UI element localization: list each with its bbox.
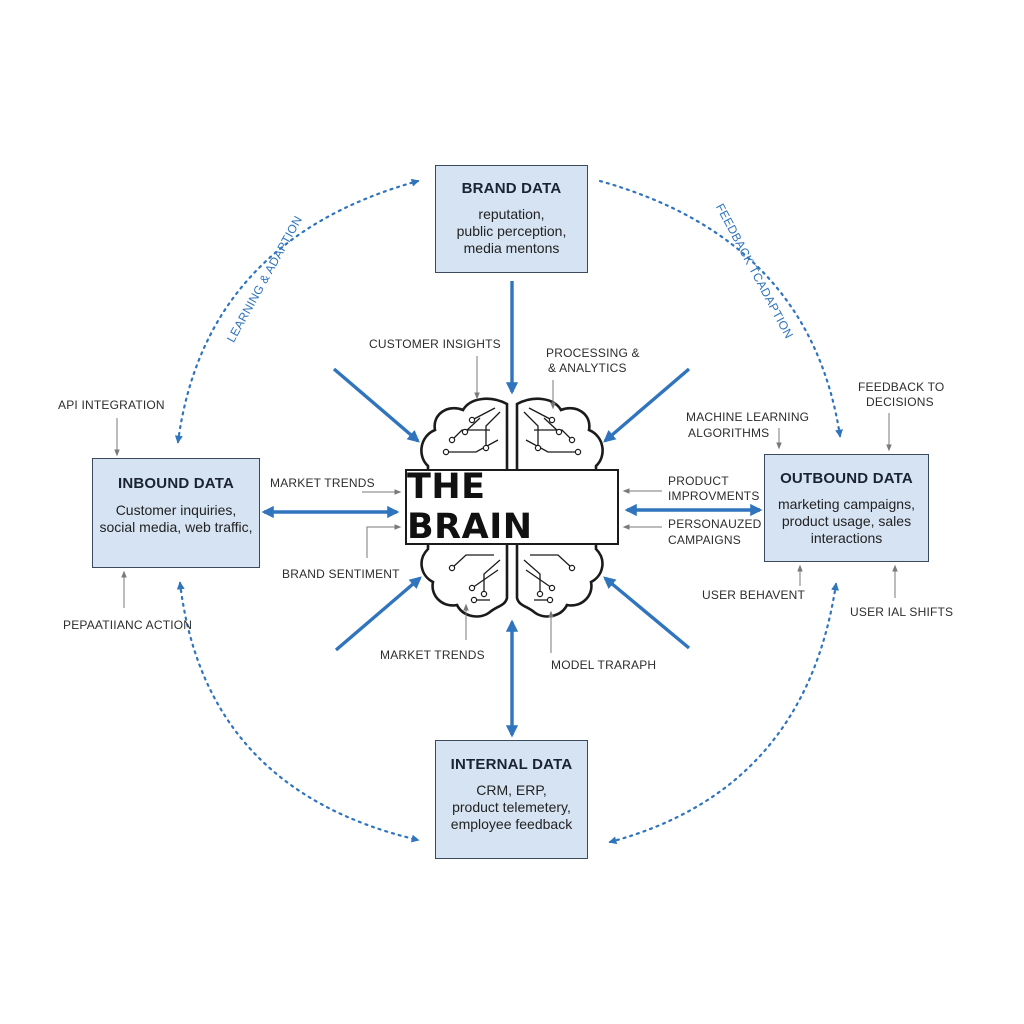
label-decisions: DECISIONS xyxy=(866,395,934,409)
loop-arc-bottom-left xyxy=(176,581,420,843)
internal-data-line: CRM, ERP, xyxy=(476,782,547,798)
outbound-data-box: OUTBOUND DATA marketing campaigns, produ… xyxy=(764,454,929,562)
label-brand-sentiment: BRAND SENTIMENT xyxy=(282,567,400,581)
feedback-loop xyxy=(174,178,843,845)
inbound-data-line: Customer inquiries, xyxy=(115,502,237,518)
loop-arc-top-left xyxy=(174,178,420,444)
label-analytics: & ANALYTICS xyxy=(548,361,627,375)
the-brain-label: THE BRAIN xyxy=(405,467,619,547)
loop-label-learning: LEARNING & ADAPTION xyxy=(224,213,305,344)
inbound-data-line: social media, web traffic, xyxy=(99,519,253,535)
label-api-integration: API INTEGRATION xyxy=(58,398,165,412)
outbound-data-line: product usage, sales xyxy=(781,513,912,529)
internal-data-title: INTERNAL DATA xyxy=(450,756,573,773)
loop-arc-top-right xyxy=(598,179,843,438)
brain-circuit-traces xyxy=(446,407,578,601)
label-user-shifts: USER IAL SHIFTS xyxy=(850,605,954,619)
label-processing: PROCESSING & xyxy=(546,346,640,360)
label-campaigns: CAMPAIGNS xyxy=(668,533,741,547)
brand-data-line: reputation, xyxy=(478,206,545,222)
arrow-diag-top-right xyxy=(603,367,691,443)
arrow-diag-bottom-right xyxy=(603,576,691,650)
flow-arrows xyxy=(261,281,763,738)
brand-data-line: public perception, xyxy=(456,223,567,239)
label-market-trends-bottom: MARKET TRENDS xyxy=(380,648,485,662)
label-user-behavent: USER BEHAVENT xyxy=(702,588,806,602)
label-customer-insights: CUSTOMER INSIGHTS xyxy=(369,337,501,351)
inbound-data-box: INBOUND DATA Customer inquiries, social … xyxy=(92,458,260,568)
label-personauzed: PERSONAUZED xyxy=(668,517,762,531)
inbound-data-title: INBOUND DATA xyxy=(118,475,234,492)
brain-circuit-nodes xyxy=(442,416,582,604)
outbound-data-title: OUTBOUND DATA xyxy=(780,470,913,487)
loop-arc-bottom-right xyxy=(608,582,839,845)
label-product: PRODUCT xyxy=(668,474,729,488)
label-machine-learning: MACHINE LEARNING xyxy=(686,410,810,424)
outbound-data-line: interactions xyxy=(810,530,883,546)
internal-data-box: INTERNAL DATA CRM, ERP, product telemete… xyxy=(435,740,588,859)
label-improvments: IMPROVMENTS xyxy=(668,489,760,503)
internal-data-line: product telemetery, xyxy=(452,799,571,815)
label-feedback-to: FEEDBACK TO xyxy=(858,380,945,394)
label-market-trends-left: MARKET TRENDS xyxy=(270,476,375,490)
brand-data-box: BRAND DATA reputation, public perception… xyxy=(435,165,588,273)
outbound-data-line: marketing campaigns, xyxy=(778,496,915,512)
loop-label-feedback: FEEDBACK TCADAPTION xyxy=(713,201,796,341)
label-model-traraph: MODEL TRARAPH xyxy=(551,658,657,672)
internal-data-line: employee feedback xyxy=(450,816,573,832)
label-algorithms: ALGORITHMS xyxy=(688,426,770,440)
arrow-diag-top-left xyxy=(332,367,420,443)
brand-data-line: media mentons xyxy=(463,240,560,256)
brand-data-title: BRAND DATA xyxy=(461,180,562,197)
arrow-diag-bottom-left xyxy=(334,576,422,652)
callout-arrows xyxy=(114,356,898,653)
label-pepaatiianc-action: PEPAATIIANC ACTION xyxy=(63,618,193,632)
